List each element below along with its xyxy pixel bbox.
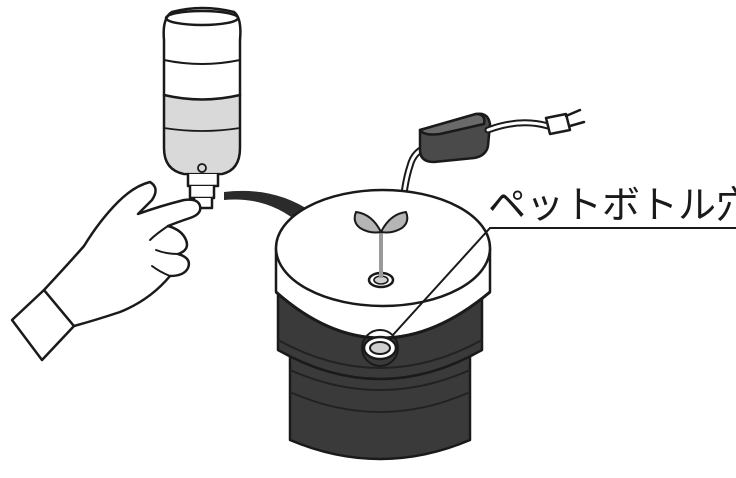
callout: ペットボトル穴 [361, 183, 736, 367]
power-plug-icon [398, 108, 586, 218]
hand-icon [10, 180, 202, 362]
callout-label: ペットボトル穴 [488, 183, 736, 227]
plant-icon [353, 211, 409, 278]
bottle-icon [162, 6, 242, 210]
